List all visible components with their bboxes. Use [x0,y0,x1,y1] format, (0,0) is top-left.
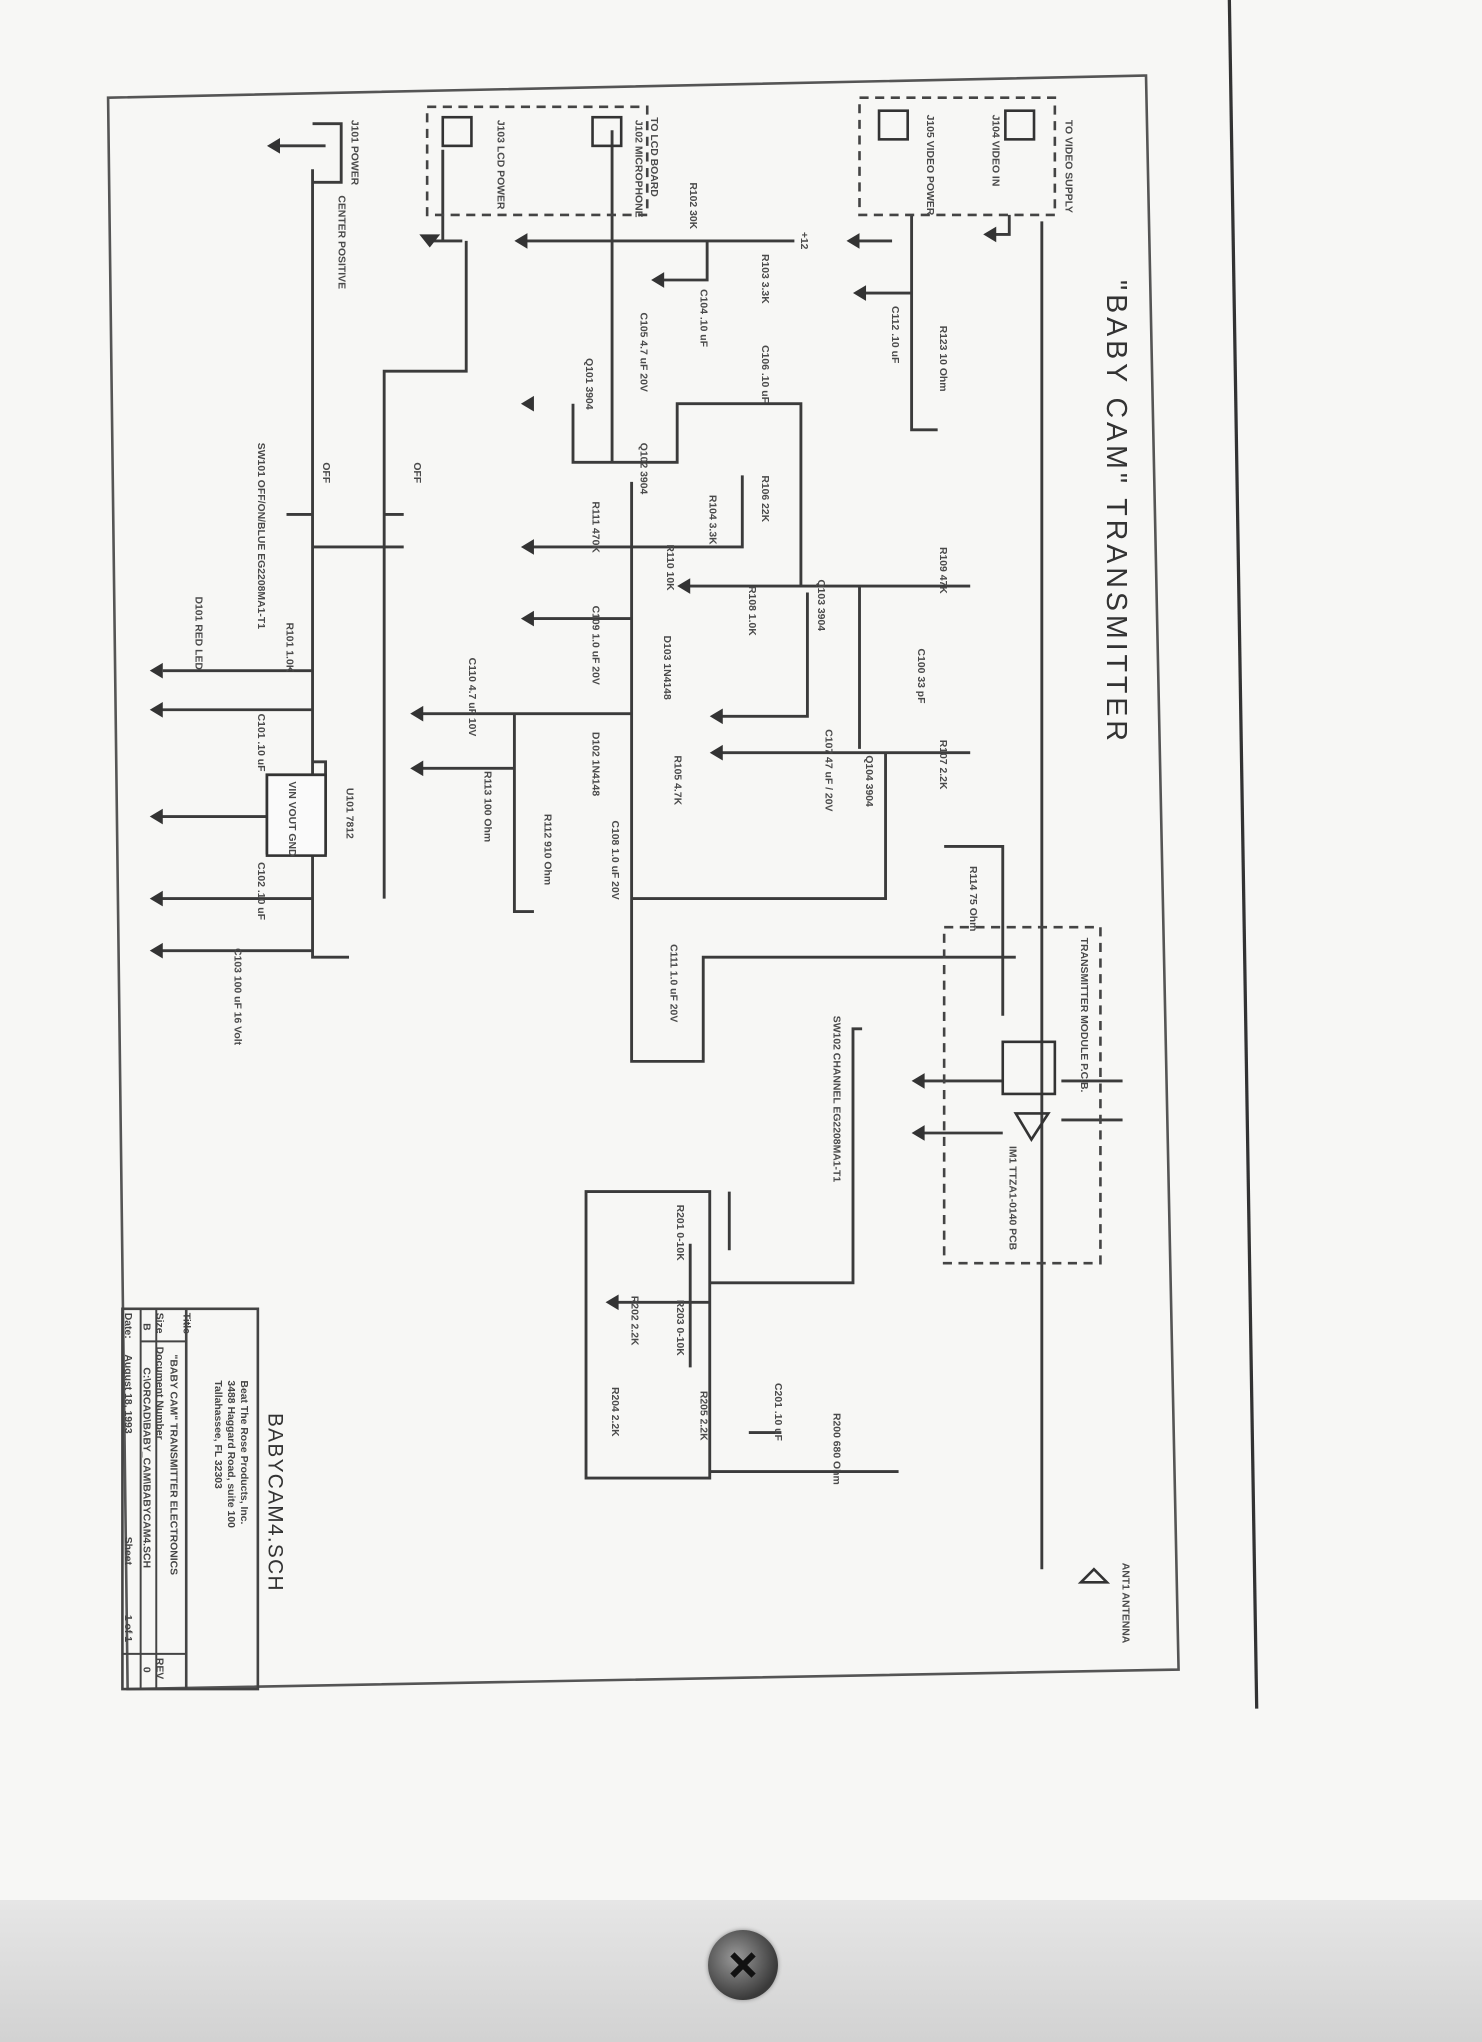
video-supply-group [858,96,1057,217]
j104-label: J104 VIDEO IN [989,115,1000,187]
ground-icons [149,138,997,1311]
c100-label: C100 33 pF [915,649,926,704]
company-address: 3488 Haggard Road, suite 100 [225,1380,236,1528]
sw101-label: SW101 OFF/ON/BLUE EG2208MA1-T1 [255,443,266,629]
r200-label: R200 680 Ohm [830,1413,841,1485]
d103-label: D103 1N4148 [661,636,672,700]
video-group-label: TO VIDEO SUPPLY [1062,120,1073,213]
rev-label: REV [153,1658,164,1679]
date-label: Date: [122,1313,133,1339]
u101-label: U101 7812 [343,788,354,839]
size-label: Size [153,1313,164,1334]
company-city: Tallahassee, FL 32303 [212,1380,223,1489]
sw102-label: SW102 CHANNEL EG2208MA1-T1 [830,1016,841,1183]
d102-label: D102 1N4148 [590,732,601,796]
q103-label: Q103 3904 [815,580,826,632]
c108-label: C108 1.0 uF 20V [609,820,620,899]
schematic-border [106,74,1180,1691]
size-value: B [140,1323,151,1331]
c107-label: C107 47 uF / 20V [823,729,834,811]
r106-label: R106 22K [759,475,770,522]
document-number-value: C:\ORCAD\BABY_CAM\BABYCAM4.SCH [140,1367,151,1568]
c112-label: C112 .10 uF [889,306,900,363]
title-label: Title [181,1313,192,1334]
c109-label: C109 1.0 uF 20V [590,606,601,685]
d101-label: D101 RED LED [192,596,203,670]
r113-label: R113 100 Ohm [481,771,492,842]
r111-label: R111 470K [590,501,601,553]
r105-label: R105 4.7K [672,755,683,805]
amplifier-icon [1013,1112,1051,1142]
j105-label: J105 VIDEO POWER [924,115,935,216]
r205-label: R205 2.2K [698,1391,709,1441]
c103-label: C103 100 uF 16 Volt [231,948,242,1046]
r101-label: R101 1.0K [284,623,295,673]
r108-label: R108 1.0K [746,586,757,636]
title-block: Beat The Rose Products, Inc. 3488 Haggar… [121,1307,260,1691]
document-number-label: Document Number [153,1347,164,1440]
c104-label: C104 .10 uF [698,289,709,347]
c102-label: C102 .10 uF [255,862,266,920]
schematic-title: "BABY CAM" TRANSMITTER [1100,280,1132,745]
u101-pins-label: VIN VOUT GND [286,781,297,857]
plus12-label: +12 [798,232,809,250]
module-label: TRANSMITTER MODULE P.C.B. [1078,938,1089,1093]
transmitter-module-group [942,925,1102,1265]
j102-connector [591,115,623,148]
r202-label: R202 2.2K [629,1296,640,1346]
r109-label: R109 47K [937,547,948,594]
r107-label: R107 2.2K [937,740,948,790]
im1-label: IM1 TTZA1-0140 PCB [1006,1146,1017,1251]
j103-label: J103 LCD POWER [494,120,505,210]
j101-label: J101 POWER [349,120,360,186]
im1-module [1001,1040,1057,1096]
company-name: Beat The Rose Products, Inc. [238,1380,249,1524]
r123-label: R123 10 Ohm [937,326,948,392]
r204-label: R204 2.2K [609,1387,620,1437]
c201-label: C201 .10 uF [772,1383,783,1441]
c101-label: C101 .10 uF [255,714,266,772]
r102-label: R102 30K [687,182,698,229]
antenna-icon [1077,1567,1111,1584]
c106-label: C106 .10 uF [759,345,770,403]
j105-connector [877,109,909,141]
q101-label: Q101 3904 [583,358,594,410]
margin-line [1227,0,1259,1709]
screw-icon [708,1930,778,2000]
title-value: "BABY CAM" TRANSMITTER ELECTRONICS [168,1354,179,1575]
sw101-off-label: OFF [320,462,331,483]
rev-value: 0 [140,1667,151,1673]
wires [156,122,1123,1570]
u101-regulator [265,773,327,857]
lcd-group-label: TO LCD BOARD [648,117,659,197]
schematic-filename: BABYCAM4.SCH [263,1413,286,1592]
j104-connector [1004,109,1036,141]
r110-label: R110 10K [664,544,675,591]
sheet-label: Sheet [122,1537,133,1566]
q102-label: Q102 3904 [638,443,649,495]
j102-label: J102 MICROPHONE [633,120,644,218]
c111-label: C111 1.0 uF 20V [668,944,679,1022]
r203-label: R203 0-10K [674,1300,685,1357]
date-value: August 18, 1993 [122,1354,133,1433]
center-positive-label: CENTER POSITIVE [336,195,347,289]
sw101-off2-label: OFF [411,462,422,483]
r201-label: R201 0-10K [674,1205,685,1262]
ant1-label: ANT1 ANTENNA [1120,1563,1131,1644]
r103-label: R103 3.3K [759,254,770,304]
c110-label: C110 4.7 uF 10V [466,658,477,737]
r104-label: R104 3.3K [707,495,718,545]
r114-label: R114 75 Ohm [967,866,978,931]
lcd-board-group [425,105,649,217]
j103-connector [441,115,473,148]
q104-label: Q104 3904 [863,755,874,807]
sheet-value: 1 of 1 [122,1615,133,1642]
c105-label: C105 4.7 uF 20V [638,313,649,392]
r112-label: R112 910 Ohm [541,814,552,885]
